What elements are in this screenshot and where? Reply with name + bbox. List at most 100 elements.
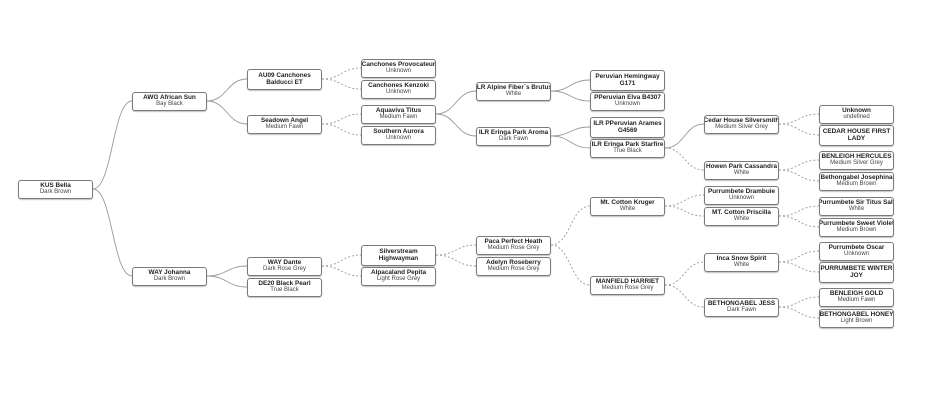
node-name: Paca Perfect Heath (484, 237, 543, 245)
pedigree-node-au09[interactable]: AU09 Canchones Balducci ET (247, 68, 322, 90)
node-color: Dark Brown (39, 189, 72, 195)
node-name: ILR Eringa Park Aroma (478, 128, 549, 136)
link-cassandra-hercules (778, 159, 820, 171)
link-aquaviva-aroma (435, 113, 477, 137)
link-dante-pepita (321, 265, 362, 277)
link-incasnow-oscar (778, 250, 820, 263)
node-name: CEDAR HOUSE FIRST LADY (822, 127, 891, 143)
pedigree-node-arames[interactable]: ILR PPeruvian Arames G4569 (590, 116, 665, 138)
node-name: PPeruvian Elva B4307 (594, 93, 661, 101)
node-color: Bay Black (156, 101, 183, 107)
link-starfire-cassandra (664, 147, 705, 171)
link-starfire-silversmith (664, 123, 705, 149)
node-name: Seadown Angel (260, 116, 309, 124)
node-name: MT. Cotton Priscilla (712, 208, 771, 216)
link-aroma-arames (550, 126, 591, 137)
node-color: Medium Silver Grey (830, 160, 883, 166)
link-heath-kruger (550, 205, 591, 246)
node-name: DE20 Black Pearl (258, 279, 311, 287)
node-color: True Black (270, 287, 299, 293)
node-color: White (733, 216, 750, 222)
link-cassandra-josephina (778, 169, 820, 182)
link-au09-kenzoki (321, 78, 362, 90)
link-awg-au09 (206, 78, 248, 102)
node-color: Medium Silver Grey (715, 124, 768, 130)
link-awg-seadown (206, 100, 248, 125)
node-color: White (505, 91, 522, 97)
node-color: Unknown (385, 135, 411, 141)
node-color: White (733, 170, 750, 176)
link-aroma-starfire (550, 135, 591, 149)
node-name: Alpacaland Pepita (370, 268, 427, 276)
link-au09-provocateur (321, 67, 362, 80)
node-name: BETHONGABEL HONEY (819, 310, 894, 318)
node-name: Southern Aurora (373, 127, 424, 135)
node-color: Dark Fawn (726, 307, 756, 313)
node-color: undefined (843, 114, 870, 120)
link-kruger-drambuie (664, 194, 705, 207)
node-name: Canchones Provocateur (361, 60, 436, 68)
link-dante-silverstream (321, 254, 362, 267)
node-color: Medium Brown (836, 227, 877, 233)
link-silverstream-adelyn (435, 254, 477, 267)
node-color: Unknown (728, 195, 754, 201)
node-name: BETHONGABEL JESS (707, 299, 776, 307)
pedigree-node-hemingway[interactable]: Peruvian Hemingway G171 (590, 69, 665, 91)
node-name: Purrumbete Oscar (828, 243, 885, 251)
pedigree-node-cedarlady[interactable]: CEDAR HOUSE FIRST LADY (819, 124, 894, 146)
node-name: Howen Park Cassandra (705, 162, 778, 170)
link-manfield-incasnow (664, 261, 705, 286)
link-silversmith-unknown (778, 113, 820, 125)
node-name: Inca Snow Spirit (716, 254, 767, 262)
pedigree-node-silverstream[interactable]: Silverstream Highwayman (361, 244, 436, 266)
link-kruger-priscilla (664, 205, 705, 217)
link-johanna-dante (206, 265, 248, 277)
node-name: Unknown (842, 106, 871, 114)
link-jess-gold (778, 296, 820, 308)
node-name: Canchones Kenzoki (368, 81, 429, 89)
node-color: Medium Fawn (379, 114, 418, 120)
node-color: Dark Brown (153, 276, 186, 282)
node-name: ILR PPeruvian Arames G4569 (593, 119, 662, 135)
link-priscilla-sirtitus (778, 205, 820, 217)
pedigree-node-winterjoy[interactable]: PURRUMBETE WINTER JOY (819, 261, 894, 283)
link-incasnow-winterjoy (778, 261, 820, 273)
link-manfield-jess (664, 284, 705, 308)
node-name: AWG African Sun (143, 93, 196, 101)
